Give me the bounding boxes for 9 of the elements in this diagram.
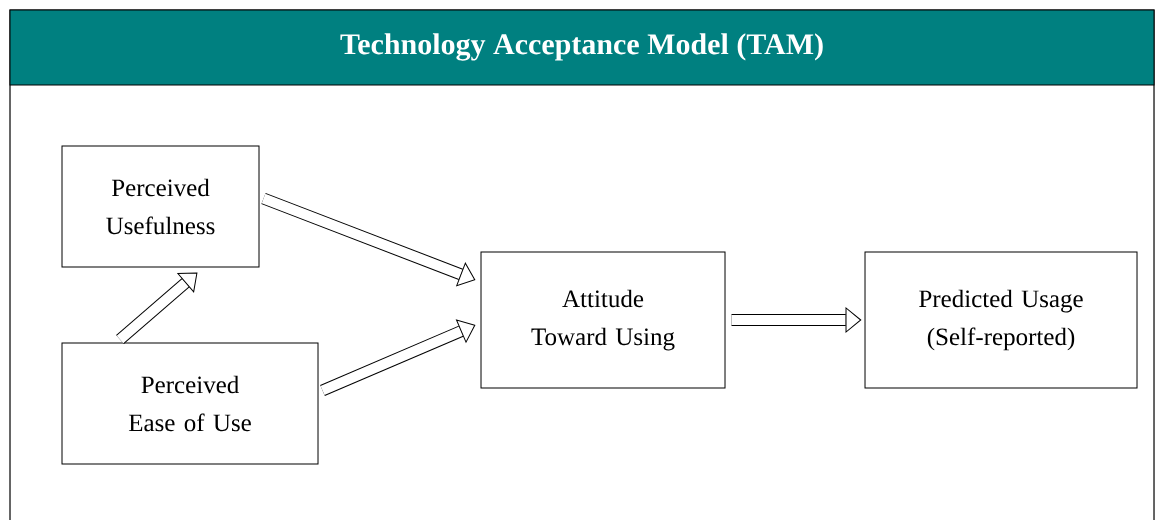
concept-box: Predicted Usage (Self-reported) [864, 251, 1138, 389]
title: Technology Acceptance Model (TAM) [340, 33, 823, 61]
concept-box: Attitude Toward Using [480, 251, 726, 389]
block-arrow [731, 307, 862, 333]
block-arrow [261, 192, 476, 287]
block-arrow [320, 319, 476, 397]
concept-box: Perceived Usefulness [61, 145, 260, 268]
concept-box: Perceived Ease of Use [61, 342, 319, 465]
block-arrow [116, 272, 198, 345]
